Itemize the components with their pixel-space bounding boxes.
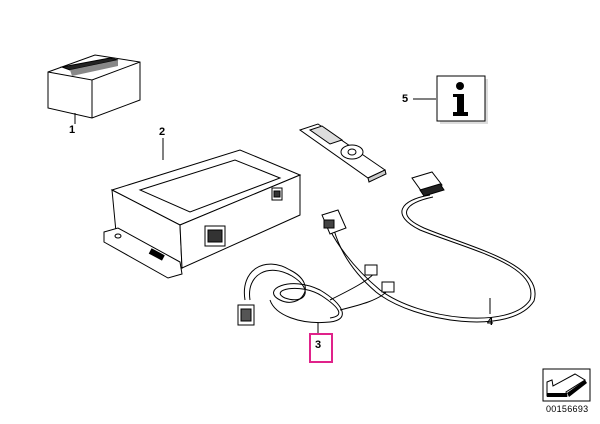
part-label-2[interactable]: 2	[159, 126, 166, 138]
info-icon[interactable]	[436, 75, 488, 124]
highlight-box	[309, 333, 333, 363]
cable-part-4[interactable]	[321, 171, 536, 323]
part-label-5[interactable]: 5	[402, 93, 409, 105]
control-unit-part-2[interactable]	[103, 149, 302, 279]
part-label-3[interactable]: 3	[315, 339, 322, 351]
ipod-device[interactable]	[298, 123, 387, 183]
part-label-1[interactable]: 1	[69, 124, 76, 136]
arrow-icon[interactable]	[542, 368, 591, 402]
part-label-4[interactable]: 4	[487, 316, 494, 328]
diagram-id: 00156693	[546, 404, 589, 414]
harness-part-3[interactable]	[237, 263, 395, 326]
box-part-1[interactable]	[47, 54, 141, 122]
